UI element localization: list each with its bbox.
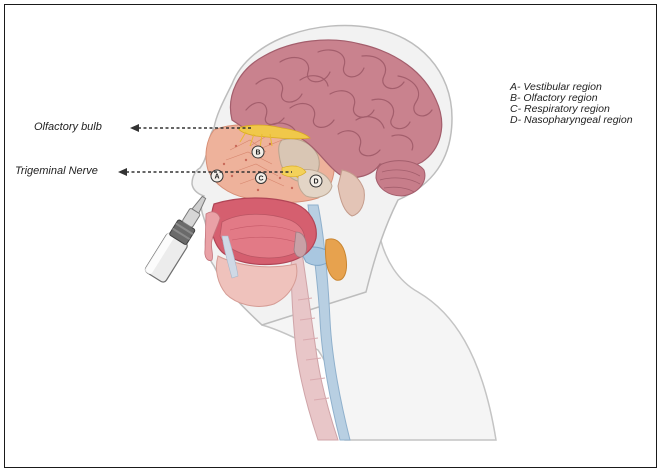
trigeminal-nerve-label: Trigeminal Nerve bbox=[15, 166, 98, 177]
svg-text:D: D bbox=[313, 179, 318, 186]
olfactory-bulb-label: Olfactory bulb bbox=[34, 122, 102, 133]
svg-text:A: A bbox=[214, 174, 219, 181]
marker-D: D bbox=[310, 175, 322, 187]
marker-B: B bbox=[252, 146, 264, 158]
legend-item-nasopharyngeal: D- Nasopharyngeal region bbox=[510, 115, 633, 126]
svg-text:C: C bbox=[258, 176, 263, 183]
marker-C: C bbox=[256, 173, 267, 184]
region-legend: A- Vestibular region B- Olfactory region… bbox=[510, 82, 633, 126]
svg-text:B: B bbox=[255, 150, 260, 157]
